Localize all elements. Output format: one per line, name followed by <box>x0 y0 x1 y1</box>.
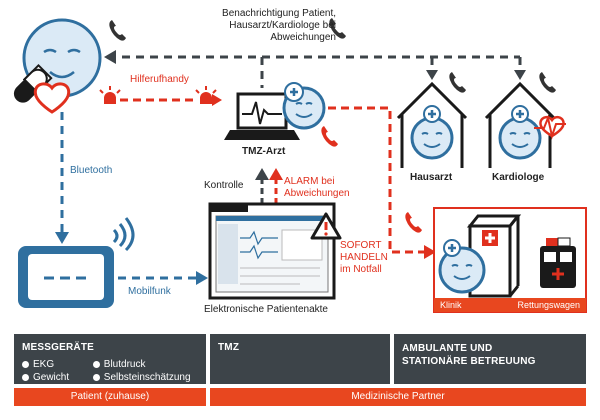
panel-ambulant-title: AMBULANTE UND STATIONÄRE BETREUUNG <box>402 342 536 368</box>
panel-ambulant-line1: AMBULANTE UND <box>402 343 493 354</box>
panel-messgeraete-items: EKG Blutdruck Gewicht Selbsteinschätzung <box>22 358 191 384</box>
alarm-line1: ALARM bei <box>284 176 335 187</box>
ambulance-icon <box>540 237 576 288</box>
alarm-light-icon <box>195 86 217 104</box>
alarm-light-icon <box>99 86 121 104</box>
kontrolle-arrowhead <box>255 168 269 180</box>
sofort-label: SOFORT HANDELN im Notfall <box>340 240 388 276</box>
panel-ambulant-line2: STATIONÄRE BETREUUNG <box>402 356 536 367</box>
hilfe-label: Hilferufhandy <box>130 74 189 85</box>
hilferuf-arrowhead <box>212 94 222 106</box>
item-ekg: EKG <box>33 359 55 370</box>
kardiologe-house-icon <box>484 81 566 168</box>
rettungswagen-label: Rettungswagen <box>517 300 580 310</box>
item-blutdruck: Blutdruck <box>103 359 146 370</box>
warning-icon <box>310 212 342 240</box>
arrowhead-to-kardiologe <box>514 70 526 80</box>
sofort-line1: SOFORT <box>340 240 382 251</box>
bullet-icon <box>92 373 100 381</box>
clinic-bar: Klinik Rettungswagen <box>434 298 586 312</box>
phone-icon <box>539 72 556 93</box>
klinik-label: Klinik <box>440 300 462 310</box>
hausarzt-label: Hausarzt <box>410 172 453 183</box>
clinic-patient-face-icon <box>438 239 486 294</box>
signal-waves-icon <box>112 217 135 252</box>
phone-icon-red <box>321 126 338 147</box>
bullet-icon <box>22 373 29 381</box>
panel-tmz-title: TMZ <box>218 342 240 353</box>
patient-record-folder-icon <box>208 202 336 300</box>
sofort-line2: HANDELN <box>340 252 388 263</box>
bluetooth-label: Bluetooth <box>70 165 113 176</box>
phone-icon <box>449 72 466 93</box>
phone-icon-red <box>405 212 422 233</box>
arrowhead-to-hausarzt <box>426 70 438 80</box>
kontrolle-label: Kontrolle <box>204 180 244 191</box>
bluetooth-arrowhead <box>55 232 69 244</box>
alarm-arrowhead <box>269 168 283 180</box>
panel-messgeraete: MESSGERÄTE EKG Blutdruck Gewicht Selbste… <box>14 334 206 384</box>
top-notification-line3: Abweichungen <box>270 32 336 43</box>
panel-tmz: TMZ <box>210 334 390 384</box>
mobilfunk-label: Mobilfunk <box>128 286 171 297</box>
alarm-line2: Abweichungen <box>284 188 350 199</box>
pill-icon <box>13 63 53 103</box>
hausarzt-house-icon <box>396 81 468 168</box>
panel-messgeraete-title: MESSGERÄTE <box>22 342 95 353</box>
item-selbsteinschaetzung: Selbsteinschätzung <box>103 372 191 383</box>
heart-icon <box>33 82 71 114</box>
sofort-line3: im Notfall <box>340 264 382 275</box>
arrowhead-to-patient <box>104 50 116 64</box>
top-notification-line1: Benachrichtigung Patient, <box>222 8 336 19</box>
panel-ambulant: AMBULANTE UND STATIONÄRE BETREUUNG <box>394 334 586 384</box>
footer-partner: Medizinische Partner <box>210 388 586 406</box>
notfall-arrowhead <box>424 245 436 259</box>
notfall-arrow <box>328 106 424 254</box>
item-gewicht: Gewicht <box>33 372 70 383</box>
notification-arrows <box>108 55 522 88</box>
tablet-device-icon <box>18 246 114 308</box>
top-notification-line2: Hausarzt/Kardiologe bei <box>229 20 336 31</box>
bullet-icon <box>92 360 100 368</box>
doctor-face-icon <box>282 82 326 130</box>
tmz-arzt-label: TMZ-Arzt <box>242 146 286 157</box>
kardiologe-label: Kardiologe <box>492 172 545 183</box>
alarm-label: ALARM bei Abweichungen <box>284 176 350 200</box>
bullet-icon <box>22 360 29 368</box>
epa-label: Elektronische Patientenakte <box>204 304 328 315</box>
mobilfunk-arrowhead <box>196 271 208 285</box>
laptop-icon <box>224 92 300 140</box>
footer-patient: Patient (zuhause) <box>14 388 206 406</box>
top-notification-text: Benachrichtigung Patient, Hausarzt/Kardi… <box>206 8 336 44</box>
phone-icon <box>329 18 346 39</box>
phone-icon <box>109 20 126 41</box>
